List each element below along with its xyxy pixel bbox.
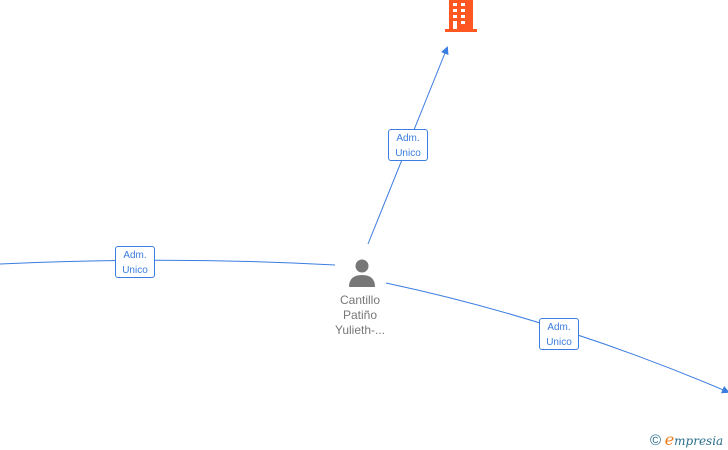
brand-logo-e: e xyxy=(664,430,675,449)
edge-label-right: Adm. Unico xyxy=(539,318,579,350)
name-line: Cantillo xyxy=(339,293,381,307)
label-line: Adm. xyxy=(547,322,571,333)
label-line: Unico xyxy=(395,148,421,159)
edge-left xyxy=(0,259,336,266)
edge-label-company: Adm. Unico xyxy=(388,129,428,161)
name-line: Yulieth-... xyxy=(334,323,386,337)
footer-brand: © empresia xyxy=(650,430,723,449)
edge-label-left: Adm. Unico xyxy=(115,246,155,278)
label-line: Unico xyxy=(546,337,572,348)
person-icon xyxy=(349,259,375,287)
name-line: Patiño xyxy=(342,308,378,322)
person-node-label[interactable]: Cantillo Patiño Yulieth-... xyxy=(320,293,400,338)
label-line: Unico xyxy=(122,265,148,276)
label-line: Adm. xyxy=(396,133,420,144)
copyright-icon: © xyxy=(650,432,662,449)
brand-logo-text: mpresia xyxy=(674,434,724,448)
building-icon xyxy=(445,0,477,32)
label-line: Adm. xyxy=(123,250,147,261)
